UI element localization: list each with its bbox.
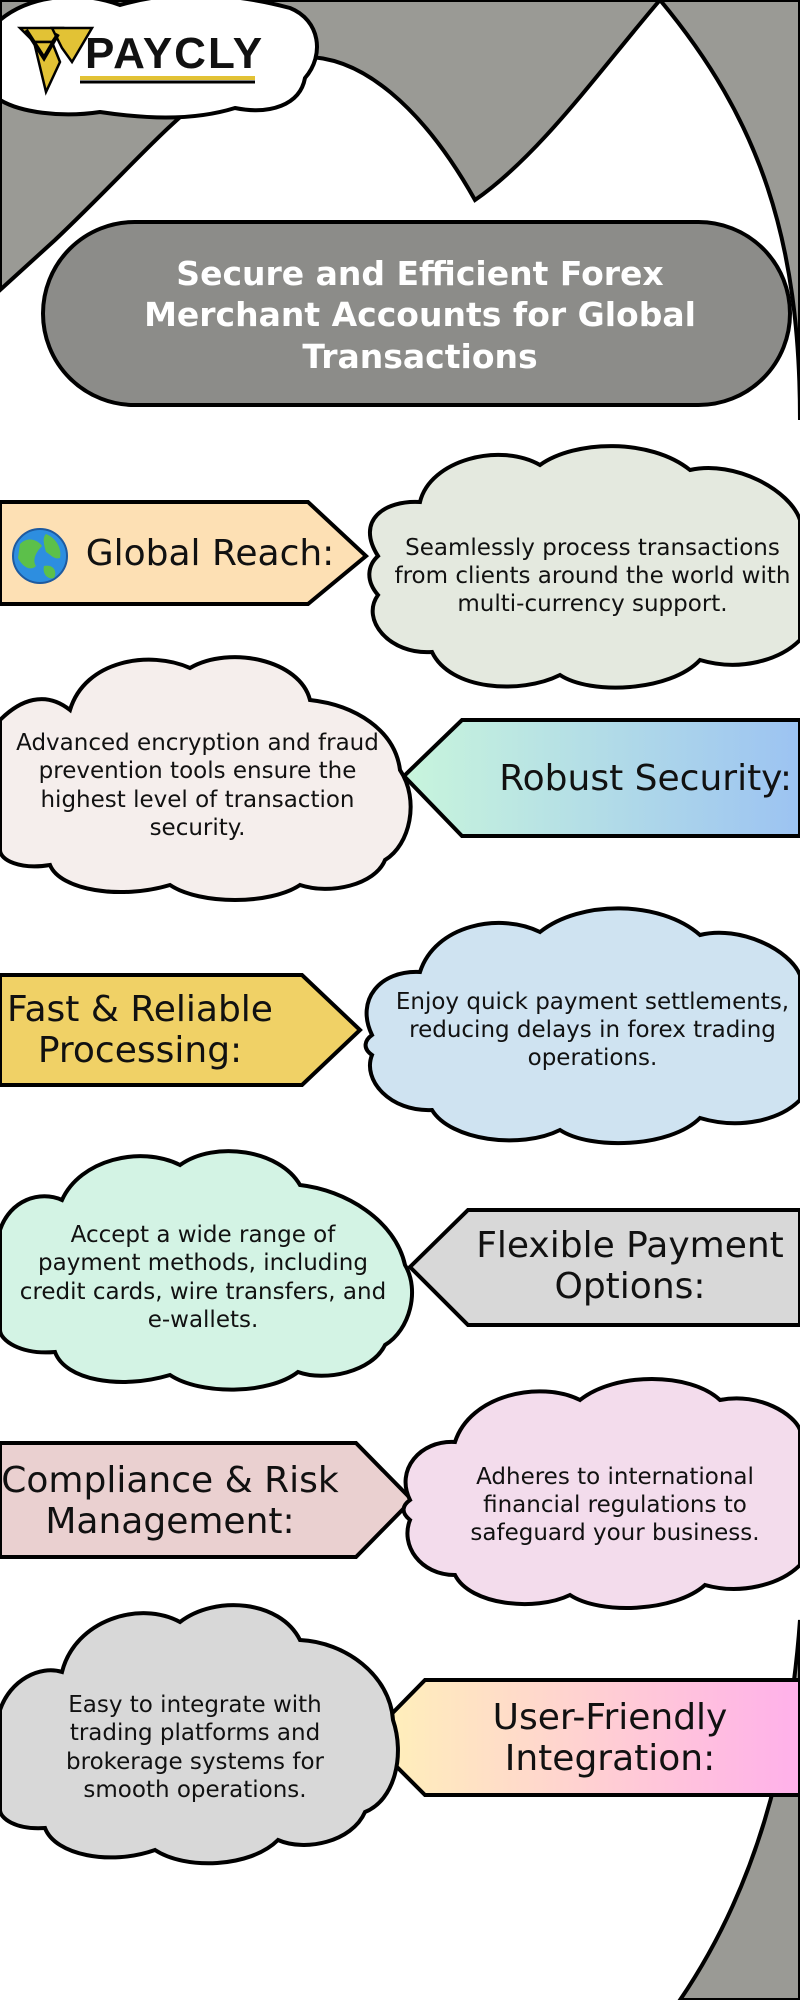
feature-5-cloud xyxy=(401,1377,800,1610)
feature-global-reach xyxy=(0,444,800,690)
feature-5-label: Compliance & Risk Management: xyxy=(1,1459,339,1542)
background-right-arc xyxy=(657,0,800,421)
feature-3-label: Fast & Reliable Processing: xyxy=(7,988,273,1071)
title-pill xyxy=(41,220,792,407)
feature-6-label: User-Friendly Integration: xyxy=(492,1696,728,1779)
feature-6-cloud xyxy=(0,1603,400,1866)
feature-1-label: Global Reach: xyxy=(85,533,335,575)
feature-1-description: Seamlessly process transactions from cli… xyxy=(394,534,791,618)
globe-icon xyxy=(12,528,68,584)
brand-name: PAYCLY xyxy=(85,29,265,78)
feature-3-description: Enjoy quick payment settlements, reducin… xyxy=(395,988,790,1072)
background-bottom-corner xyxy=(677,1619,800,2000)
feature-4-label-shape xyxy=(407,1208,800,1327)
feature-2-label: Robust Security: xyxy=(499,758,792,800)
page-title: Secure and Efficient Forex Merchant Acco… xyxy=(144,254,696,376)
feature-fast-processing xyxy=(0,906,800,1146)
feature-2-label-shape xyxy=(401,718,800,838)
feature-integration xyxy=(0,1603,800,1866)
feature-flexible-payments xyxy=(0,1149,800,1392)
feature-2-cloud xyxy=(0,655,413,902)
feature-5-label-shape xyxy=(0,1441,415,1559)
paycly-logo-icon xyxy=(16,26,255,96)
feature-5-description: Adheres to international financial regul… xyxy=(470,1463,760,1547)
feature-1-label-shape xyxy=(0,500,370,606)
feature-6-description: Easy to integrate with trading platforms… xyxy=(66,1692,324,1803)
feature-2-description: Advanced encryption and fraud prevention… xyxy=(16,730,379,841)
feature-1-cloud xyxy=(367,444,800,690)
feature-3-label-shape xyxy=(0,973,363,1087)
feature-3-cloud xyxy=(363,906,800,1146)
feature-4-description: Accept a wide range of payment methods, … xyxy=(19,1222,387,1333)
feature-4-label: Flexible Payment Options: xyxy=(476,1224,784,1307)
feature-compliance xyxy=(0,1377,800,1610)
feature-4-cloud xyxy=(0,1149,415,1392)
feature-robust-security xyxy=(0,655,800,902)
